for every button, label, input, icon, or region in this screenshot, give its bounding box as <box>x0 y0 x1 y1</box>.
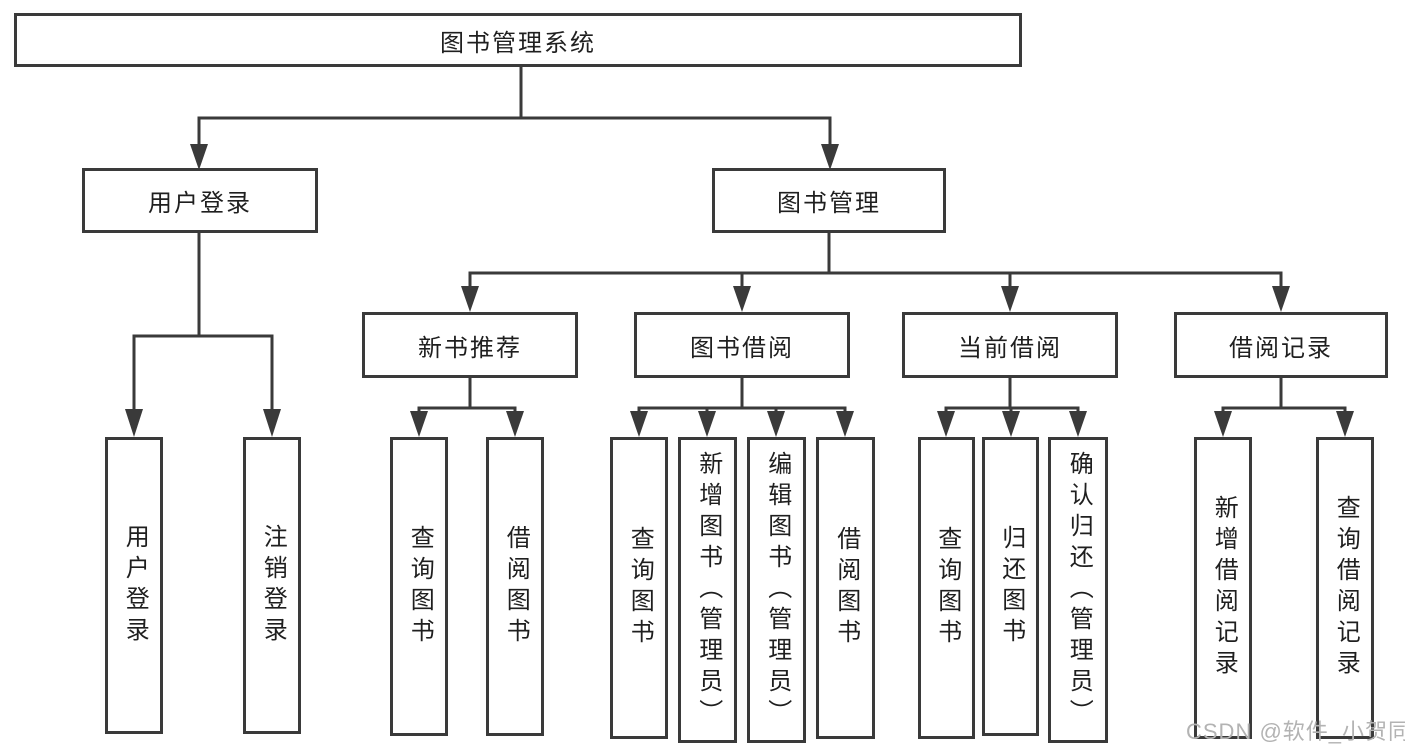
leaf-query-books-recommend: 查询图书 <box>390 437 448 736</box>
leaf-confirm-return-admin-label: 确认归还（管理员） <box>1065 450 1093 730</box>
node-book-management-label: 图书管理 <box>777 190 881 217</box>
leaf-query-books-borrowing-label: 查询图书 <box>626 526 654 650</box>
leaf-borrow-books-recommend: 借阅图书 <box>486 437 544 736</box>
leaf-query-books-current: 查询图书 <box>918 437 975 739</box>
leaf-query-books-borrowing: 查询图书 <box>610 437 668 739</box>
leaf-confirm-return-admin: 确认归还（管理员） <box>1048 437 1108 743</box>
leaf-borrow-books-recommend-label: 借阅图书 <box>502 524 530 649</box>
node-current-borrowing-label: 当前借阅 <box>958 334 1062 362</box>
node-current-borrowing: 当前借阅 <box>902 312 1118 378</box>
leaf-add-books-admin: 新增图书（管理员） <box>678 437 737 743</box>
node-library-system-label: 图书管理系统 <box>440 29 596 57</box>
node-borrow-records: 借阅记录 <box>1174 312 1388 378</box>
node-user-login: 用户登录 <box>82 168 318 233</box>
leaf-add-borrow-record: 新增借阅记录 <box>1194 437 1252 739</box>
leaf-edit-books-admin-label: 编辑图书（管理员） <box>763 450 791 730</box>
leaf-return-books: 归还图书 <box>982 437 1039 736</box>
node-borrow-records-label: 借阅记录 <box>1229 334 1333 362</box>
leaf-add-books-admin-label: 新增图书（管理员） <box>694 450 722 730</box>
leaf-user-login-label: 用户登录 <box>121 523 149 648</box>
node-user-login-label: 用户登录 <box>148 190 252 217</box>
leaf-query-borrow-record: 查询借阅记录 <box>1316 437 1374 739</box>
leaf-borrow-books-borrowing: 借阅图书 <box>816 437 875 739</box>
leaf-logout-label: 注销登录 <box>259 523 287 648</box>
leaf-query-borrow-record-label: 查询借阅记录 <box>1332 495 1360 681</box>
leaf-logout: 注销登录 <box>243 437 301 734</box>
node-book-management: 图书管理 <box>712 168 946 233</box>
leaf-query-books-recommend-label: 查询图书 <box>406 524 434 649</box>
leaf-edit-books-admin: 编辑图书（管理员） <box>747 437 806 743</box>
node-new-book-recommend-label: 新书推荐 <box>418 334 522 362</box>
leaf-user-login: 用户登录 <box>105 437 163 734</box>
watermark: CSDN @软件_小贺同学 <box>1186 719 1405 744</box>
leaf-borrow-books-borrowing-label: 借阅图书 <box>832 526 860 650</box>
node-new-book-recommend: 新书推荐 <box>362 312 578 378</box>
node-library-system: 图书管理系统 <box>14 13 1022 67</box>
leaf-add-borrow-record-label: 新增借阅记录 <box>1210 495 1238 681</box>
node-book-borrowing: 图书借阅 <box>634 312 850 378</box>
leaf-query-books-current-label: 查询图书 <box>933 526 961 650</box>
leaf-return-books-label: 归还图书 <box>997 524 1025 649</box>
node-book-borrowing-label: 图书借阅 <box>690 334 794 362</box>
